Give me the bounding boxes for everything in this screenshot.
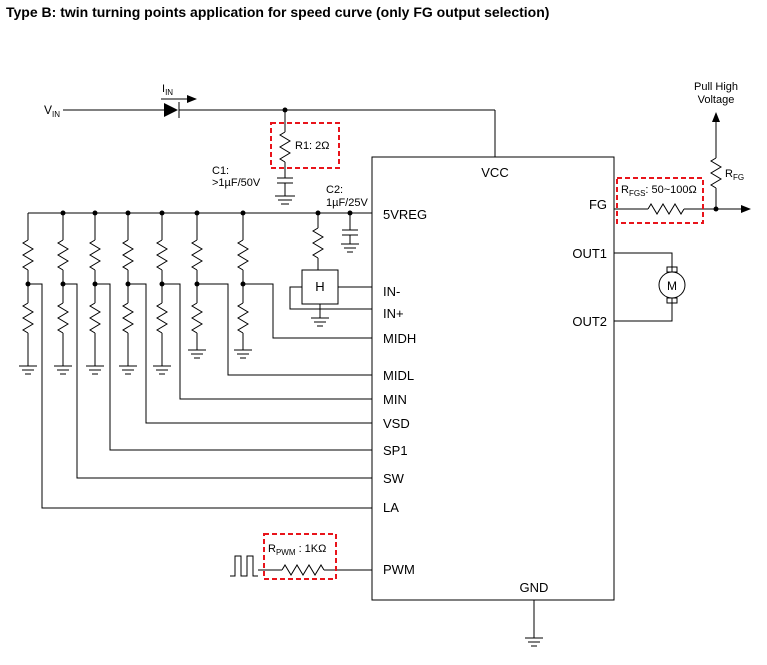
pull-high-label-line1: Pull High [694,81,738,93]
pin-5vreg: 5VREG [383,207,427,222]
rpwm-label: RPWM : 1KΩ [268,543,326,557]
motor [658,271,686,299]
r1-label: R1: 2Ω [295,140,330,152]
divider-sp1 [86,213,372,451]
c2-label-line2: 1µF/25V [326,197,368,209]
pin-min: MIN [383,392,407,407]
divider-min [153,213,372,400]
pin-vcc: VCC [481,165,508,180]
hall-bias-resistor [312,227,324,259]
pin-vsd: VSD [383,416,410,431]
c1-ground [275,195,295,205]
ic-ground [525,637,543,647]
divider-midh [234,213,372,359]
divider-la [19,213,372,509]
c2-ground [341,243,359,253]
pin-out1: OUT1 [572,246,607,261]
hall-label: H [315,279,324,294]
pin-sw: SW [383,471,405,486]
rfgs-resistor [647,203,685,215]
rpwm-resistor [281,564,325,576]
iin-label: IIN [162,83,173,97]
divider-midl [188,213,372,376]
r1-highlight-box [270,122,340,169]
pin-fg: FG [589,197,607,212]
pin-out2: OUT2 [572,314,607,329]
c2-capacitor [342,229,358,236]
rfgs-highlight-box [616,177,704,224]
pin-in-plus: IN+ [383,306,404,321]
r1-resistor [279,131,291,163]
divider-sw [54,213,372,479]
pin-in-minus: IN- [383,284,400,299]
rfg-resistor [710,157,722,189]
pin-sp1: SP1 [383,443,408,458]
c1-capacitor [277,177,293,184]
vin-label: VIN [44,103,60,119]
pin-pwm: PWM [383,562,415,577]
pwm-signal-icon [230,555,258,577]
c1-label-line1: C1: [212,165,229,177]
pin-la: LA [383,500,399,515]
divider-vsd [119,213,372,424]
c2-label-line1: C2: [326,184,343,196]
pin-midl: MIDL [383,368,414,383]
rfgs-label: RFGS: 50~100Ω [621,184,697,198]
hall-ground [311,317,329,327]
pull-high-label-line2: Voltage [698,94,735,106]
pin-midh: MIDH [383,331,416,346]
pin-gnd: GND [520,580,549,595]
diagram-title: Type B: twin turning points application … [6,4,550,20]
rfg-label: RFG [725,168,744,182]
motor-label: M [667,279,677,293]
ic-body [371,156,615,601]
rpwm-highlight-box [263,533,337,580]
diode [164,102,180,118]
c1-label-line2: >1µF/50V [212,177,261,189]
